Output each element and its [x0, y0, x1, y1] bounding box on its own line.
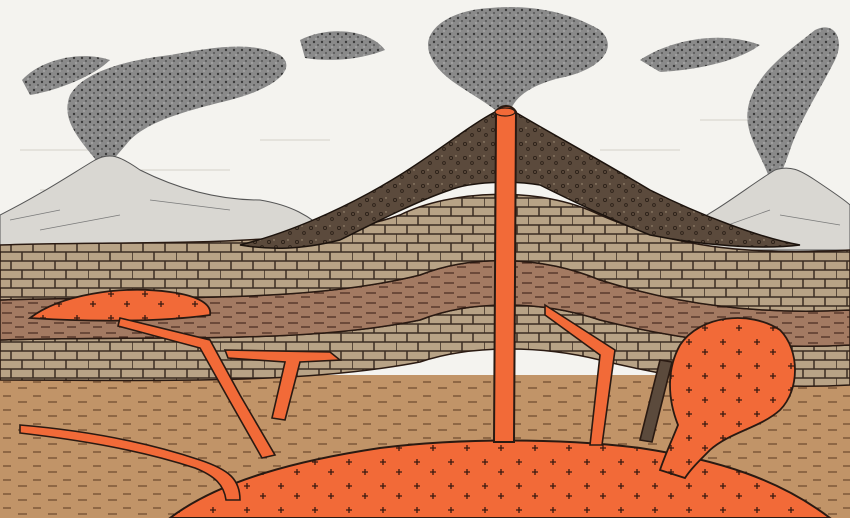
central-conduit [494, 106, 516, 442]
summit-vent [495, 108, 515, 116]
